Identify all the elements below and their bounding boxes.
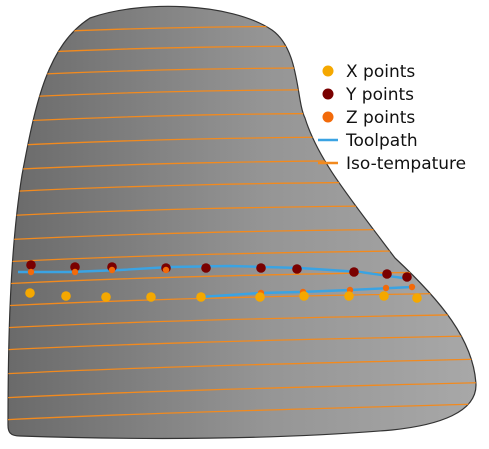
x-point: [25, 288, 35, 298]
legend-marker-z-points: [322, 111, 334, 123]
heated-surface: [7, 5, 477, 440]
legend-label-x-points: X points: [346, 62, 415, 82]
y-point: [349, 267, 359, 277]
x-point: [196, 292, 206, 302]
iso-temperature-line: [8, 358, 476, 375]
iso-temperature-line: [8, 334, 476, 351]
x-point: [61, 291, 71, 301]
y-point: [402, 272, 412, 282]
x-point: [255, 292, 265, 302]
y-point: [26, 260, 36, 270]
z-point: [382, 284, 390, 292]
y-point: [382, 269, 392, 279]
legend-label-y-points: Y points: [345, 85, 414, 105]
measurement-points: [25, 260, 422, 303]
y-point: [292, 264, 302, 274]
iso-temperature-line: [8, 403, 476, 421]
z-point: [27, 268, 35, 276]
iso-temperature-line: [8, 313, 476, 329]
iso-temperature-line: [8, 270, 476, 285]
z-point: [162, 266, 170, 274]
legend-item-iso-temperature: Iso-tempature: [318, 154, 466, 174]
x-point: [379, 291, 389, 301]
x-point: [299, 291, 309, 301]
z-point: [408, 283, 416, 291]
x-point: [101, 292, 111, 302]
legend-marker-y-points: [322, 88, 334, 100]
z-point: [71, 268, 79, 276]
legend-item-z-points: Z points: [322, 108, 415, 128]
z-point: [108, 266, 116, 274]
legend-item-y-points: Y points: [322, 85, 414, 105]
iso-temperature-line: [8, 381, 476, 399]
legend-label-iso-temperature: Iso-tempature: [346, 154, 466, 174]
x-point: [146, 292, 156, 302]
y-point: [256, 263, 266, 273]
y-point: [201, 263, 211, 273]
legend-marker-x-points: [322, 65, 334, 77]
legend-label-toolpath: Toolpath: [345, 131, 418, 151]
legend-item-x-points: X points: [322, 62, 415, 82]
legend-item-toolpath: Toolpath: [318, 131, 418, 151]
legend: X points Y points Z points Toolpath Iso-…: [318, 62, 466, 174]
y-point: [70, 262, 80, 272]
legend-label-z-points: Z points: [346, 108, 415, 128]
x-point: [344, 291, 354, 301]
x-point: [412, 293, 422, 303]
